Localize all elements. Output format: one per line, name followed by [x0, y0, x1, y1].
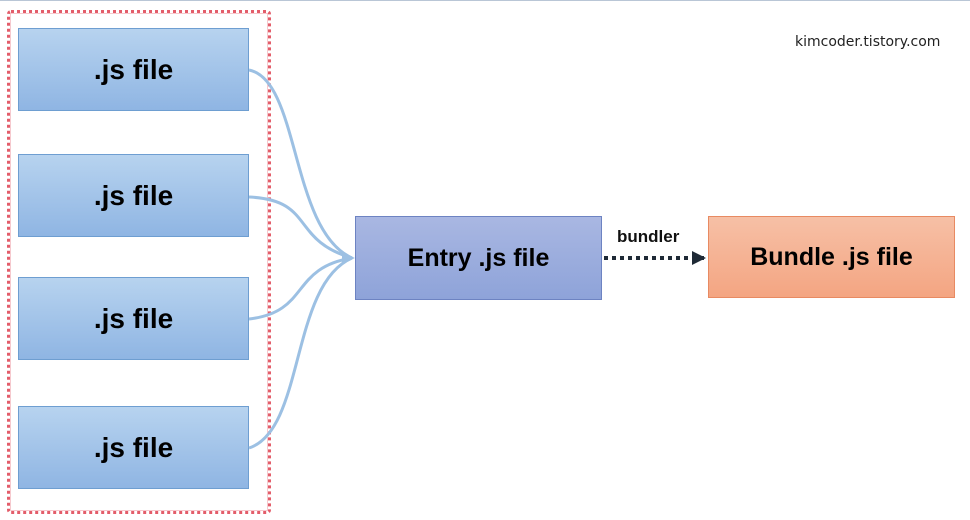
top-divider — [0, 0, 970, 1]
js-files-group-frame — [7, 10, 271, 514]
connector-curve — [248, 68, 353, 260]
entry-file-box: Entry .js file — [355, 216, 602, 300]
bundler-label: bundler — [617, 227, 680, 246]
watermark-text: kimcoder.tistory.com — [795, 34, 941, 50]
js-file-box: .js file — [18, 406, 249, 489]
connector-curve — [248, 256, 353, 321]
js-file-box: .js file — [18, 28, 249, 111]
connector-arrowhead — [342, 252, 355, 264]
bundle-file-box: Bundle .js file — [708, 216, 955, 298]
connector-curve — [248, 195, 353, 260]
js-file-box: .js file — [18, 154, 249, 237]
js-file-box: .js file — [18, 277, 249, 360]
connector-curve — [248, 256, 353, 450]
